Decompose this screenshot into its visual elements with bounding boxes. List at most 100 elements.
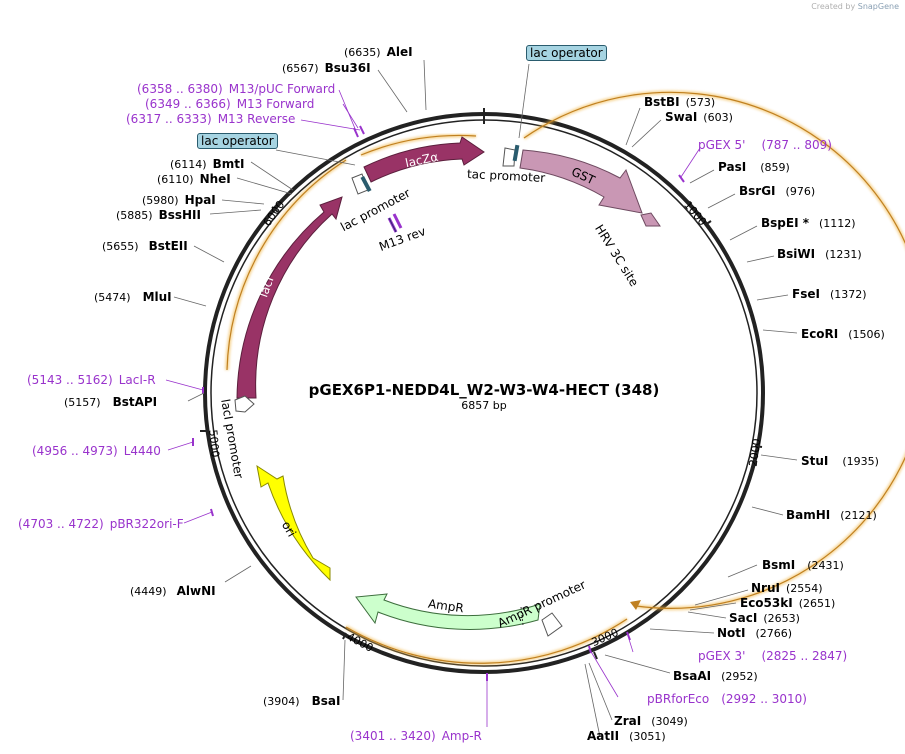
enzyme-bmti: (6114) BmtI xyxy=(170,157,244,171)
enzyme-pasi: PasI (859) xyxy=(718,160,790,174)
primer-l4440: (4956 .. 4973) L4440 xyxy=(32,444,161,458)
orf-arc-lacz xyxy=(360,134,477,156)
primer-range: (6358 .. 6380) xyxy=(137,82,223,96)
primer-range: (4703 .. 4722) xyxy=(18,517,104,531)
lac-operator-box-right: lac operator xyxy=(526,45,607,61)
enzyme-pos: (6635) xyxy=(344,46,381,59)
enzyme-pos: (2952) xyxy=(721,670,758,683)
enzyme-pos: (5474) xyxy=(94,291,131,304)
enzyme-name: BssHII xyxy=(158,208,201,222)
enzyme-name: BsiWI xyxy=(777,247,816,261)
primer-range: (3401 .. 3420) xyxy=(350,729,436,743)
primer-pbr322ori-f: (4703 .. 4722)pBR322ori-F xyxy=(18,517,184,531)
enzyme-eco53ki: Eco53kI (2651) xyxy=(740,596,835,610)
plasmid-size: 6857 bp xyxy=(461,399,507,412)
ori-arrow xyxy=(256,464,331,582)
enzyme-alei: (6635) AleI xyxy=(344,45,413,59)
enzyme-name: BamHI xyxy=(786,508,831,522)
enzyme-pos: (2431) xyxy=(807,559,844,572)
enzyme-pos: (2653) xyxy=(763,612,800,625)
primer-pgex-5: pGEX 5' (787 .. 809) xyxy=(698,138,832,152)
enzyme-pos: (5157) xyxy=(64,396,101,409)
enzyme-bsshii: (5885)BssHII xyxy=(116,208,201,222)
primer-amp-r: (3401 .. 3420) Amp-R xyxy=(350,729,482,743)
enzyme-aatii: AatII (3051) xyxy=(587,729,666,743)
primer-range: (2825 .. 2847) xyxy=(761,649,848,663)
enzyme-nhei: (6110) NheI xyxy=(157,172,231,186)
lac-operator-left-leader xyxy=(275,149,356,166)
enzyme-pos: (6110) xyxy=(157,173,194,186)
enzyme-pos: (3051) xyxy=(629,730,666,743)
enzyme-leaders-right xyxy=(584,107,798,738)
enzyme-name: PasI xyxy=(718,160,747,174)
lac-operator-right-leader xyxy=(518,63,530,139)
enzyme-name: BstEII xyxy=(148,239,188,253)
lac-operator-mark-right xyxy=(512,144,520,162)
enzyme-pos: (573) xyxy=(685,96,716,109)
enzyme-fsei: FseI(1372) xyxy=(792,287,867,301)
enzyme-name: AatII xyxy=(587,729,620,743)
primer-name: L4440 xyxy=(123,444,161,458)
enzyme-pos: (5655) xyxy=(102,240,139,253)
primer-pgex-3: pGEX 3'(2825 .. 2847) xyxy=(698,649,847,663)
tick-marks xyxy=(200,206,763,660)
enzyme-name: SwaI xyxy=(665,110,698,124)
lac-operator-mark-left xyxy=(360,175,372,193)
enzyme-stui: StuI(1935) xyxy=(801,454,879,468)
plasmid-name: pGEX6P1-NEDD4L_W2-W3-W4-HECT (348) xyxy=(308,381,660,399)
enzyme-pos: (2121) xyxy=(840,509,877,522)
orf-arc-main xyxy=(523,91,905,609)
primer-range: (6349 .. 6366) xyxy=(145,97,231,111)
primer-leaders xyxy=(165,89,701,727)
primer-range: (6317 .. 6333) xyxy=(126,112,212,126)
primer-name: M13 Forward xyxy=(236,97,315,111)
enzyme-name: BsrGI xyxy=(739,184,776,198)
enzyme-name: AleI xyxy=(386,45,413,59)
primer-name: pBRforEco xyxy=(647,692,710,706)
enzyme-pos: (1935) xyxy=(842,455,879,468)
orf-arcs xyxy=(225,90,905,666)
enzyme-bstapi: (5157)BstAPI xyxy=(64,395,157,409)
primer-m13-reverse: (6317 .. 6333)M13 Reverse xyxy=(126,112,295,126)
enzyme-pos: (2651) xyxy=(798,597,836,610)
enzyme-name: BsaI xyxy=(311,694,341,708)
primer-name: Amp-R xyxy=(441,729,482,743)
enzyme-name: BmtI xyxy=(212,157,245,171)
primer-range: (5143 .. 5162) xyxy=(27,373,113,387)
enzyme-pos: (6114) xyxy=(170,158,207,171)
enzyme-name: Bsu36I xyxy=(324,61,371,75)
primer-range: (4956 .. 4973) xyxy=(32,444,118,458)
enzyme-bstbi: BstBI (573) xyxy=(644,95,715,109)
primer-name: pGEX 5' xyxy=(698,138,746,152)
enzyme-bsrgi: BsrGI(976) xyxy=(739,184,815,198)
enzyme-bspei: BspEI *(1112) xyxy=(761,216,856,230)
enzyme-name: BsaAI xyxy=(673,669,712,683)
hrv-3c-site xyxy=(640,212,661,227)
enzyme-swai: SwaI (603) xyxy=(665,110,733,124)
enzyme-pos: (859) xyxy=(760,161,790,174)
enzyme-name: NruI xyxy=(751,581,780,595)
enzyme-pos: (603) xyxy=(703,111,733,124)
enzyme-bamhi: BamHI (2121) xyxy=(786,508,877,522)
enzyme-name: BstBI xyxy=(644,95,680,109)
enzyme-leaders-left xyxy=(173,59,427,701)
enzyme-saci: SacI(2653) xyxy=(729,611,800,625)
promoter-arrows xyxy=(234,147,563,637)
enzyme-pos: (4449) xyxy=(130,585,167,598)
lac-operator-box-left: lac operator xyxy=(197,133,278,149)
enzyme-noti: NotI(2766) xyxy=(717,626,792,640)
enzyme-pos: (5980) xyxy=(142,194,179,207)
tick-5000: 5000 xyxy=(206,428,222,459)
enzyme-pos: (3049) xyxy=(651,715,688,728)
enzyme-name: NheI xyxy=(199,172,231,186)
primer-range: (787 .. 809) xyxy=(761,138,832,152)
feature-arrows xyxy=(236,136,661,630)
enzyme-mlui: (5474)MluI xyxy=(94,290,172,304)
enzyme-bsu36i: (6567)Bsu36I xyxy=(282,61,371,75)
enzyme-name: AlwNI xyxy=(176,584,216,598)
lacz-alpha-arrow xyxy=(363,136,485,183)
enzyme-bsmi: BsmI(2431) xyxy=(762,558,844,572)
enzyme-bsaai: BsaAI (2952) xyxy=(673,669,758,683)
enzyme-name: Eco53kI xyxy=(740,596,793,610)
